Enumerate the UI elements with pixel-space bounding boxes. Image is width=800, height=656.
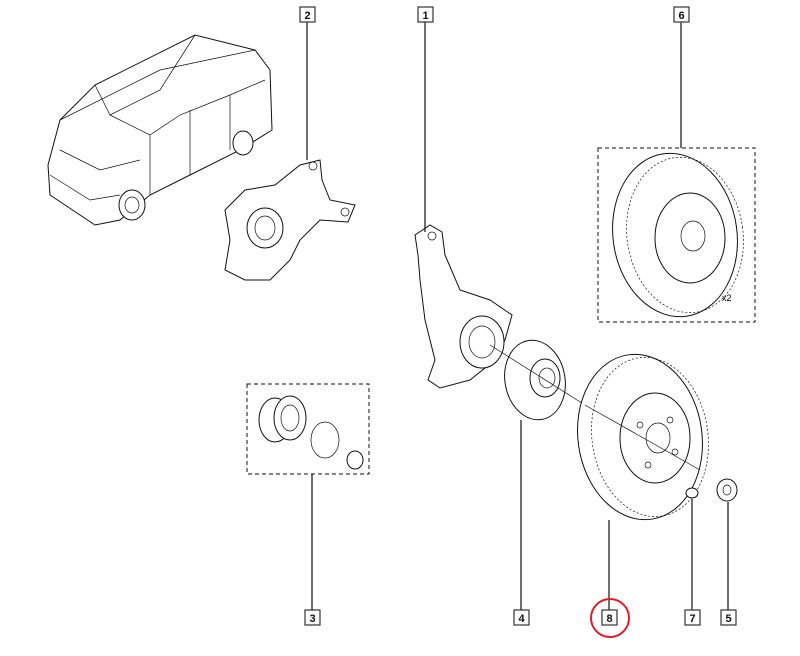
callout-6[interactable]: 6 <box>673 6 690 23</box>
callout-5[interactable]: 5 <box>720 609 737 626</box>
svg-text:4: 4 <box>518 613 525 625</box>
hub-nut <box>716 478 738 502</box>
steering-knuckle-left <box>224 159 356 281</box>
svg-text:5: 5 <box>725 613 731 625</box>
leader-lines <box>306 22 729 610</box>
quantity-note: x2 <box>722 293 732 303</box>
callout-7[interactable]: 7 <box>684 609 701 626</box>
callout-8[interactable]: 8 <box>601 609 618 626</box>
steering-knuckle-right <box>414 224 513 389</box>
brake-disc <box>577 353 709 521</box>
brake-disc-set <box>612 152 744 318</box>
svg-text:8: 8 <box>606 613 612 625</box>
bearing-kit-group-box <box>246 383 370 475</box>
wheel-bearing-kit <box>258 395 364 470</box>
svg-text:3: 3 <box>309 613 315 625</box>
callout-3[interactable]: 3 <box>304 609 321 626</box>
highlight-circle <box>590 598 630 638</box>
disc-set-group-box <box>597 147 756 323</box>
svg-text:2: 2 <box>304 10 310 22</box>
svg-text:1: 1 <box>422 10 428 22</box>
callout-1[interactable]: 1 <box>417 6 434 23</box>
van-illustration <box>47 34 273 226</box>
wheel-hub <box>489 339 586 421</box>
svg-text:7: 7 <box>689 613 695 625</box>
disc-screw <box>685 487 699 499</box>
callout-2[interactable]: 2 <box>299 6 316 23</box>
svg-text:6: 6 <box>678 10 684 22</box>
callout-4[interactable]: 4 <box>513 609 530 626</box>
